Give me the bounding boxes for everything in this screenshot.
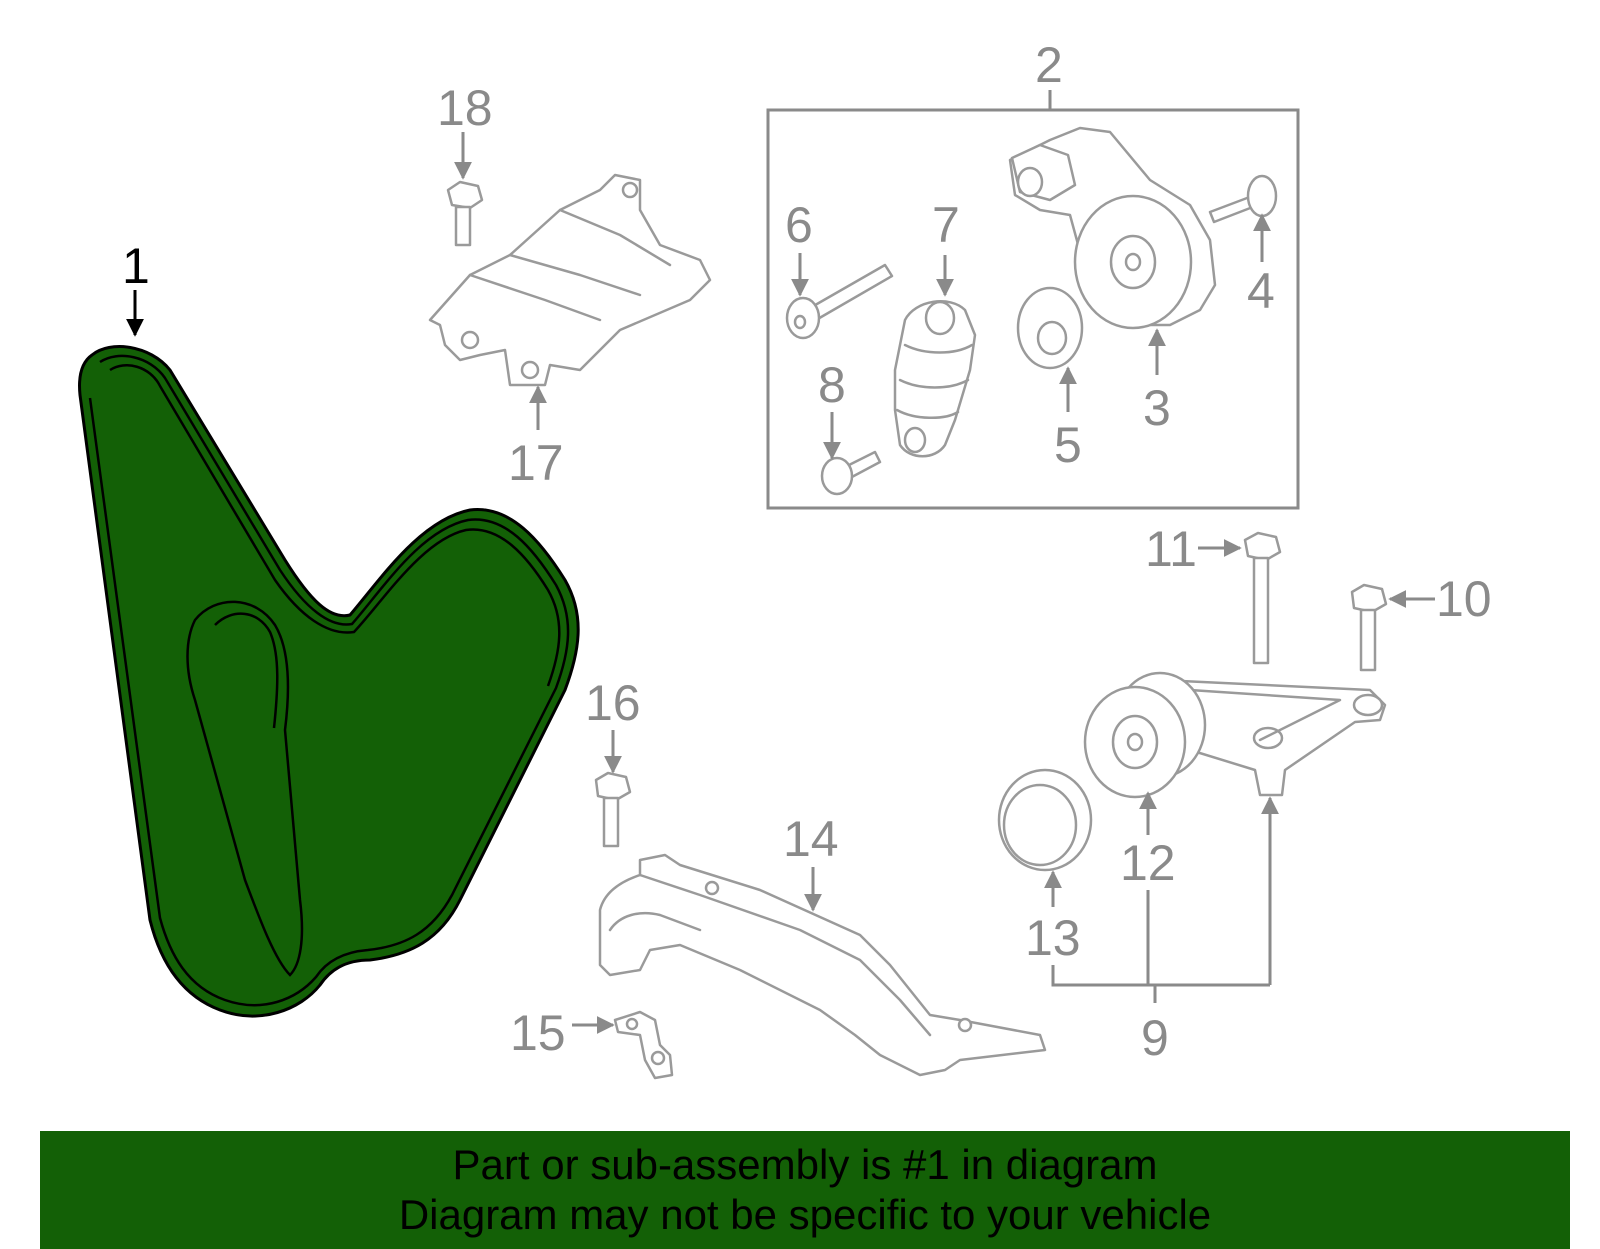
bolt-part-10[interactable] — [1350, 583, 1388, 672]
shield-part-14[interactable] — [598, 853, 1047, 1077]
hex-nut-3-bore — [1016, 166, 1044, 198]
bolt-8-head — [820, 456, 854, 496]
damper-ring-2 — [898, 378, 970, 389]
bolt-11-head — [1243, 531, 1282, 562]
heat-shield-hole-3 — [621, 181, 639, 199]
assembly-box-part-2 — [766, 108, 1300, 510]
bolt-6-socket — [793, 314, 807, 330]
callout-1[interactable]: 1 — [122, 238, 150, 294]
bolt-16-shank — [602, 796, 620, 848]
cap-13-inner — [1002, 783, 1078, 867]
damper-ring-1 — [903, 343, 974, 354]
heat-shield-hole-2 — [520, 360, 540, 380]
callout-14[interactable]: 14 — [783, 811, 839, 867]
bolt-part-6[interactable] — [785, 263, 894, 340]
bracket-eye-1 — [1352, 693, 1384, 717]
bolt-18-shank — [454, 205, 472, 247]
callout-3[interactable]: 3 — [1143, 380, 1171, 436]
bolt-10-shank — [1359, 608, 1377, 672]
callout-6[interactable]: 6 — [785, 197, 813, 253]
callout-16[interactable]: 16 — [585, 675, 641, 731]
callout-7[interactable]: 7 — [932, 197, 960, 253]
belt-rib-2 — [109, 364, 561, 687]
callout-8[interactable]: 8 — [818, 357, 846, 413]
drive-belt-part-1[interactable] — [78, 345, 580, 1018]
bolt-18-head — [446, 180, 484, 210]
cap-part-5[interactable] — [1016, 286, 1084, 370]
callout-12[interactable]: 12 — [1120, 835, 1176, 891]
belt-rib-1 — [88, 354, 570, 1007]
clip-15-body — [613, 1010, 674, 1080]
pulley-12-center — [1126, 732, 1144, 752]
clip-15-hole-1 — [625, 1017, 639, 1031]
shield-14-edge-1 — [638, 873, 932, 1037]
dust-cap-part-13[interactable] — [997, 768, 1093, 872]
callout-13[interactable]: 13 — [1025, 910, 1081, 966]
shield-14-hole — [704, 880, 720, 896]
banner-line-1: Part or sub-assembly is #1 in diagram — [452, 1141, 1158, 1188]
belt-outer-shape — [78, 345, 580, 1018]
bolt-16-head — [594, 771, 632, 802]
pulley-3-center — [1124, 252, 1142, 272]
shield-14-edge-2 — [608, 911, 702, 932]
bracket-9 — [1051, 890, 1270, 1003]
idler-pulley-part-12[interactable] — [1083, 671, 1207, 799]
belt-inner-loop — [186, 600, 304, 977]
damper-bottom-eye — [903, 426, 927, 454]
callout-11[interactable]: 11 — [1145, 521, 1197, 577]
bolt-part-4[interactable] — [1208, 174, 1278, 224]
damper-part-7[interactable] — [893, 300, 977, 458]
shield-14-hole-2 — [957, 1017, 973, 1033]
callout-10[interactable]: 10 — [1436, 571, 1492, 627]
heat-shield-rib-3 — [558, 208, 672, 267]
banner-line-2: Diagram may not be specific to your vehi… — [398, 1191, 1212, 1238]
callout-5[interactable]: 5 — [1054, 417, 1082, 473]
heat-shield-body — [428, 173, 712, 387]
bolt-part-11[interactable] — [1243, 531, 1282, 665]
clip-15-hole-2 — [650, 1050, 666, 1066]
leader-arrows — [126, 132, 1435, 1034]
belt-inner-loop-2 — [214, 612, 279, 729]
callout-17[interactable]: 17 — [508, 435, 564, 491]
bolt-6-shank — [808, 263, 894, 322]
heat-shield-rib-1 — [468, 273, 602, 322]
bracket-rib — [1188, 688, 1342, 742]
shield-14-body — [598, 853, 1047, 1077]
info-banner: Part or sub-assembly is #1 in diagram Di… — [40, 1131, 1570, 1249]
bolt-4-head — [1246, 174, 1278, 218]
cap-5-inner — [1036, 320, 1068, 356]
damper-ring-3 — [895, 408, 960, 420]
tensioner-pulley-part-3[interactable] — [1008, 126, 1217, 330]
bolt-10-head — [1350, 583, 1388, 614]
callout-labels: 1 2 3 4 5 6 7 8 9 10 11 12 13 14 15 16 1… — [122, 37, 1492, 1066]
callout-4[interactable]: 4 — [1247, 263, 1275, 319]
bolt-11-shank — [1252, 556, 1270, 665]
callout-18[interactable]: 18 — [437, 80, 493, 136]
callout-9[interactable]: 9 — [1141, 1010, 1169, 1066]
bolt-part-8[interactable] — [820, 450, 882, 496]
heat-shield-hole-1 — [460, 330, 480, 350]
heat-shield-part-17[interactable] — [428, 173, 712, 387]
callout-15[interactable]: 15 — [510, 1005, 566, 1061]
clip-part-15[interactable] — [613, 1010, 674, 1080]
callout-2[interactable]: 2 — [1035, 37, 1063, 93]
heat-shield-rib-2 — [508, 253, 642, 297]
bolt-part-16[interactable] — [594, 771, 632, 848]
damper-top-eye — [924, 300, 956, 336]
bolt-part-18[interactable] — [446, 180, 484, 247]
